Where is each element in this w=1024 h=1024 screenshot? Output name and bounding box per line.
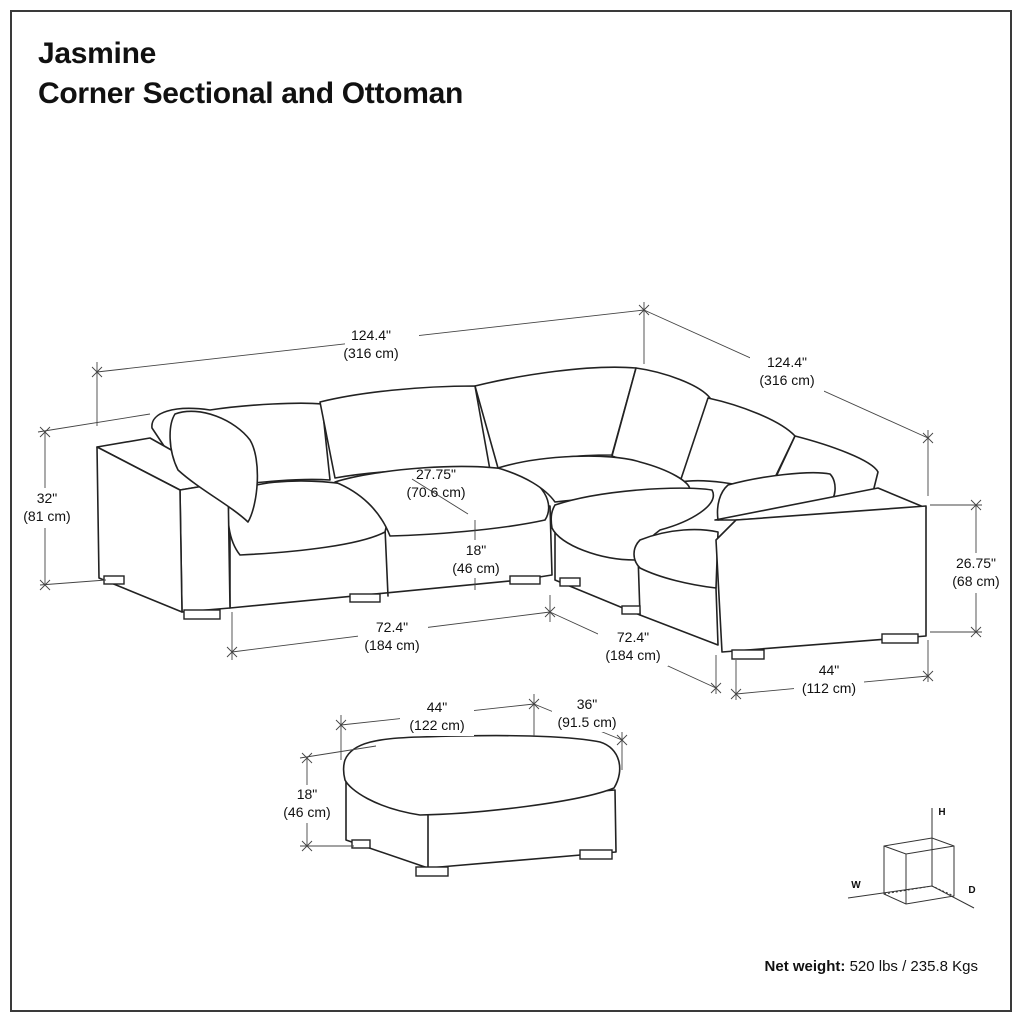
sofa-foot [731,649,765,660]
label-ottoman-height-cm: (46 cm) [283,804,330,820]
label-left-bottom-in: 72.4" [376,619,408,635]
label-top-left-cm: (316 cm) [343,345,398,361]
ottoman-foot [415,866,449,877]
net-weight-value: 520 lbs / 235.8 Kgs [849,958,978,975]
label-ottoman-height-in: 18" [297,786,318,802]
label-top-right-in: 124.4" [767,354,807,370]
back-cushion-corner [474,366,637,469]
ottoman [342,734,621,877]
axes-legend: H W D [847,807,976,909]
left-arm-side [96,446,183,613]
label-seat-height-cm: (46 cm) [452,560,499,576]
axis-w [847,885,933,899]
ottoman-foot [351,839,371,849]
sofa-foot [559,577,581,587]
sectional-sofa [96,366,927,660]
axis-h-label: H [938,807,945,818]
label-right-bottom-in: 72.4" [617,629,649,645]
seat-cushion-left-1 [227,480,388,556]
label-seat-depth-in: 27.75" [416,466,456,482]
label-ottoman-width-in: 44" [427,699,448,715]
label-ottoman-depth-cm: (91.5 cm) [557,714,616,730]
label-left-bottom-cm: (184 cm) [364,637,419,653]
label-seat-height-in: 18" [466,542,487,558]
label-back-height-cm: (81 cm) [23,508,70,524]
ottoman-foot [579,849,613,860]
net-weight: Net weight: 520 lbs / 235.8 Kgs [765,958,978,975]
sofa-foot [103,575,125,585]
label-top-left-in: 124.4" [351,327,391,343]
dim-line-seat-depth [411,478,469,515]
net-weight-label: Net weight: [764,958,846,975]
dimension-labels: 124.4" (316 cm) 124.4" (316 cm) 32" (81 … [18,323,1008,823]
label-arm-depth-in: 44" [819,662,840,678]
label-back-height-in: 32" [37,490,58,506]
title-line-1: Jasmine [38,37,156,70]
label-seat-depth-cm: (70.6 cm) [406,484,465,500]
axis-d-label: D [968,885,975,896]
throw-pillow-left [169,410,259,523]
sofa-foot [621,605,641,615]
axis-d [931,885,975,909]
label-arm-height-in: 26.75" [956,555,996,571]
product-title: Jasmine Corner Sectional and Ottoman [38,34,463,114]
title-line-2: Corner Sectional and Ottoman [38,77,463,110]
sofa-foot [509,575,541,585]
seat-cushion-left-2 [334,465,550,537]
sofa-foot [349,593,381,603]
sofa-foot [881,633,919,644]
label-ottoman-depth-in: 36" [577,696,598,712]
diagram-frame [10,10,1012,1012]
seat-seam-left [384,527,389,597]
label-arm-height-cm: (68 cm) [952,573,999,589]
ottoman-cushion [342,734,621,816]
axis-w-label: W [851,880,861,891]
sofa-foot [183,609,221,620]
label-ottoman-width-cm: (122 cm) [409,717,464,733]
label-arm-depth-cm: (112 cm) [802,680,856,696]
back-cushion-left-middle [319,385,491,479]
right-arm-front [715,505,927,653]
seat-cushion-right-2 [633,528,719,589]
label-top-right-cm: (316 cm) [759,372,814,388]
label-right-bottom-cm: (184 cm) [605,647,660,663]
